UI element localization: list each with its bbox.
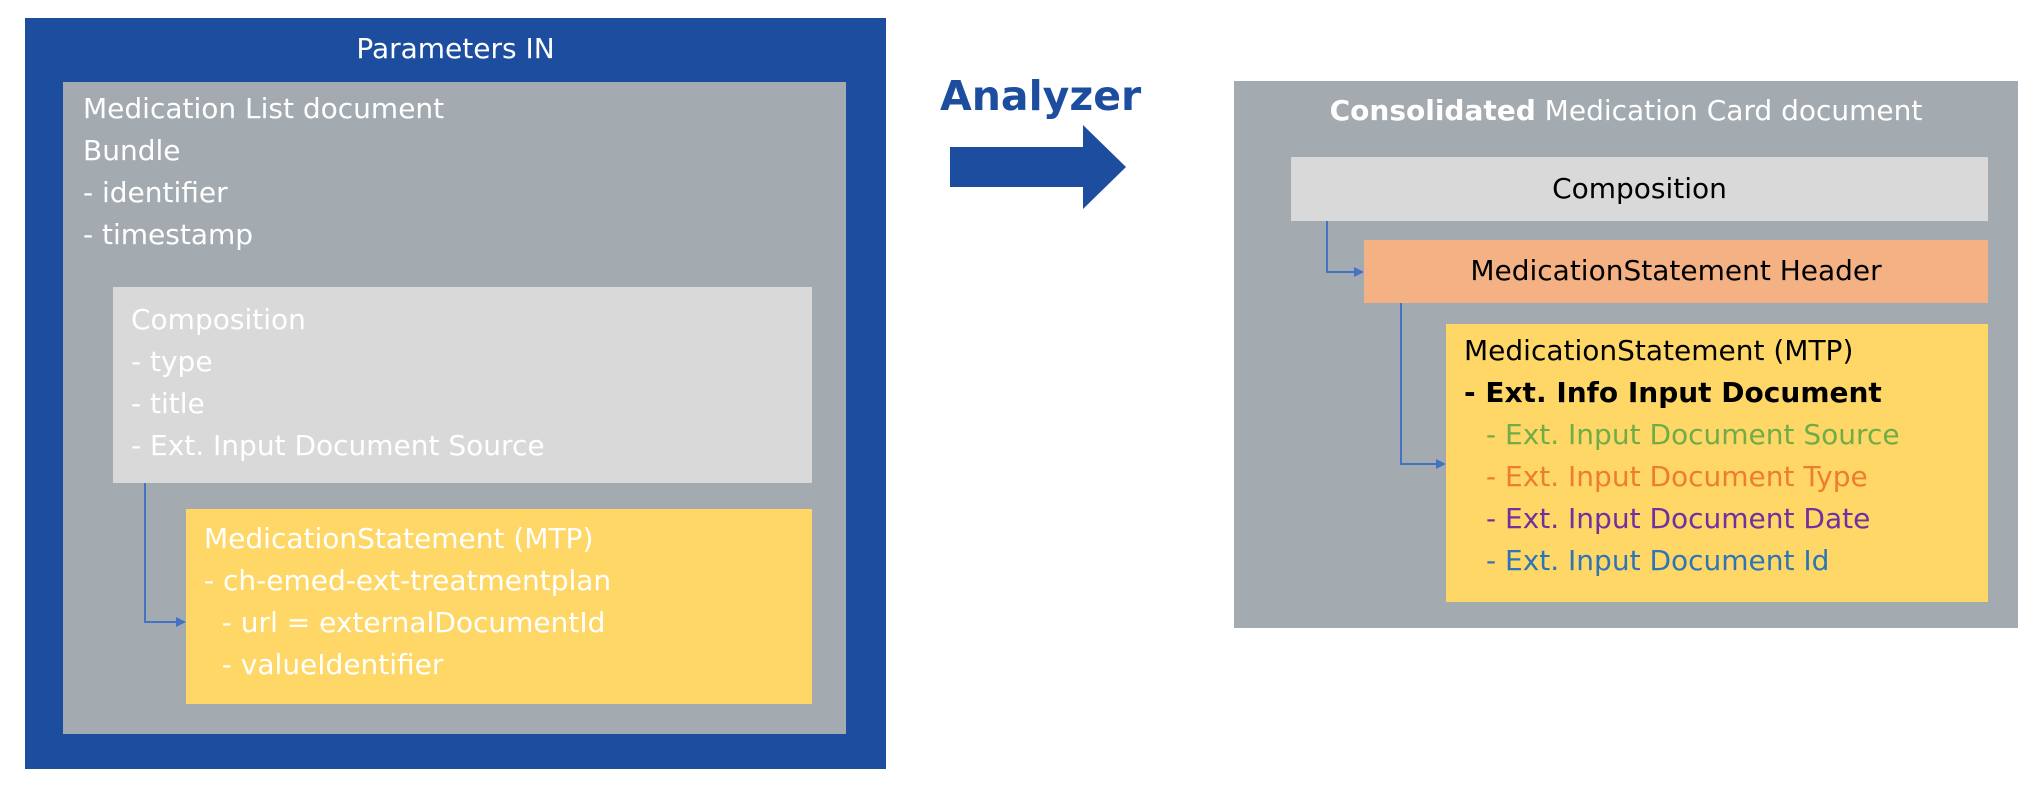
composition-box-right: Composition [1291, 157, 1988, 221]
consolidated-title: Consolidated Medication Card document [1234, 90, 2018, 132]
composition-to-header-connector [1326, 221, 1364, 277]
header-to-statement-connector [1400, 303, 1446, 469]
medication-list-title: Medication List document [83, 92, 445, 125]
right-arrow-icon [950, 125, 1126, 209]
composition-to-statement-connector [144, 483, 186, 627]
composition-type: - type [131, 345, 213, 378]
medication-statement-left-title: MedicationStatement (MTP) [204, 522, 594, 555]
extension-value-identifier: - valueIdentifier [204, 648, 444, 681]
medication-statement-header-title: MedicationStatement Header [1470, 254, 1882, 287]
consolidated-title-bold: Consolidated [1329, 94, 1536, 127]
medication-statement-header-box: MedicationStatement Header [1364, 240, 1988, 303]
composition-ext-source: - Ext. Input Document Source [131, 429, 545, 462]
medication-statement-box-left: MedicationStatement (MTP) - ch-emed-ext-… [186, 509, 812, 704]
ext-input-document-id: - Ext. Input Document Id [1486, 544, 1830, 577]
treatmentplan-extension: - ch-emed-ext-treatmentplan [204, 564, 612, 597]
bundle-label: Bundle [83, 134, 181, 167]
extension-url: - url = externalDocumentId [204, 606, 606, 639]
parameters-in-title: Parameters IN [356, 32, 555, 65]
consolidated-medication-card: Consolidated Medication Card document Co… [1234, 81, 2018, 628]
ext-info-input-document: - Ext. Info Input Document [1464, 376, 1882, 409]
ext-input-document-source: - Ext. Input Document Source [1486, 418, 1900, 451]
medication-statement-right-title: MedicationStatement (MTP) [1464, 334, 1854, 367]
composition-right-title: Composition [1552, 172, 1727, 205]
medication-list-document: Medication List document Bundle - identi… [63, 82, 846, 734]
bundle-identifier: - identifier [83, 176, 228, 209]
bundle-timestamp: - timestamp [83, 218, 254, 251]
composition-title-field: - title [131, 387, 205, 420]
ext-input-document-date: - Ext. Input Document Date [1486, 502, 1871, 535]
analyzer-label: Analyzer [940, 72, 1142, 120]
consolidated-title-rest: Medication Card document [1535, 94, 1923, 127]
composition-box-left: Composition - type - title - Ext. Input … [113, 287, 812, 483]
medication-statement-box-right: MedicationStatement (MTP) - Ext. Info In… [1446, 324, 1988, 602]
parameters-in-panel: Parameters IN Medication List document B… [25, 18, 886, 769]
composition-left-title: Composition [131, 303, 306, 336]
ext-input-document-type: - Ext. Input Document Type [1486, 460, 1868, 493]
